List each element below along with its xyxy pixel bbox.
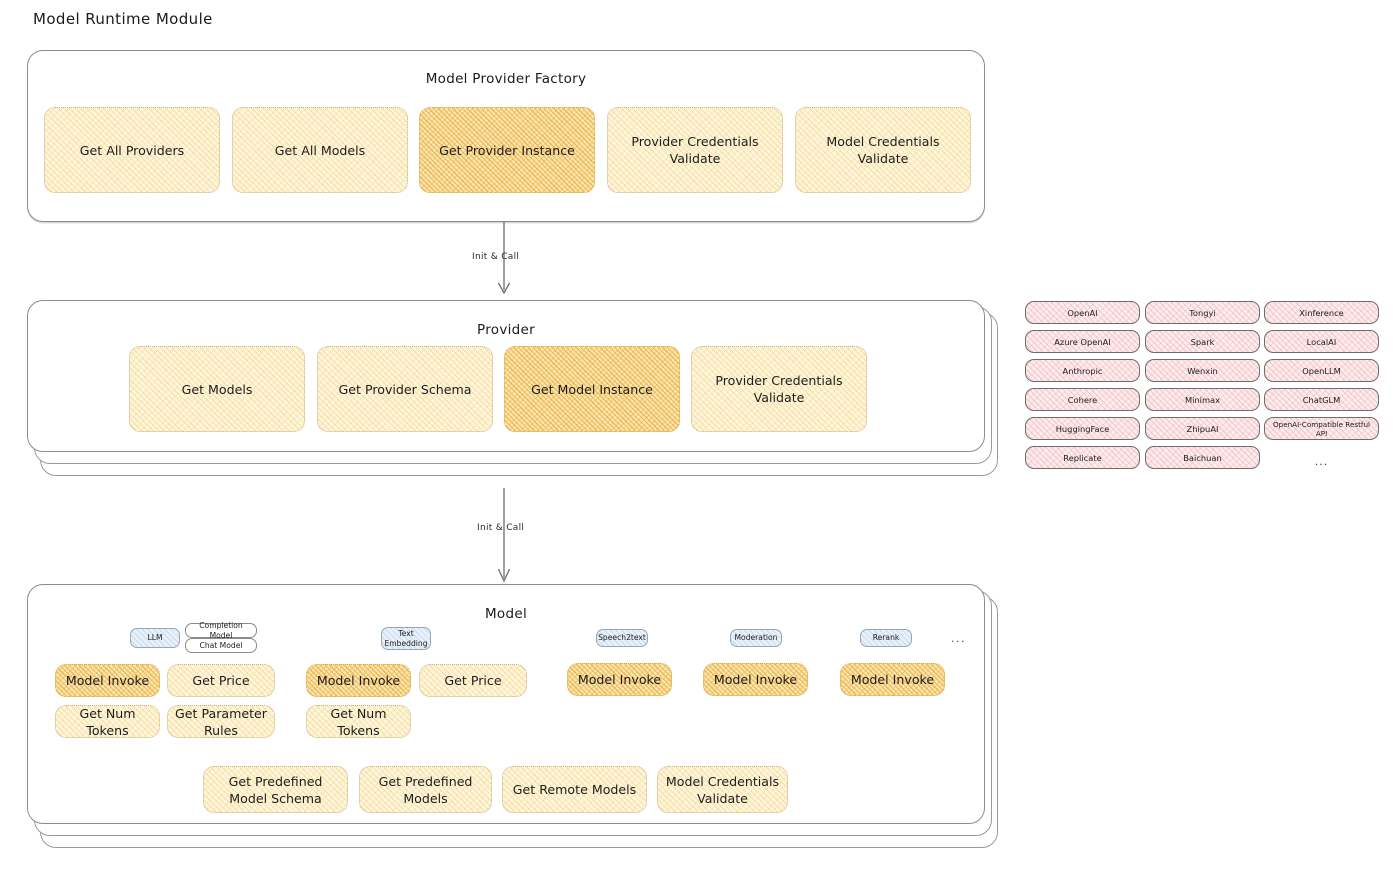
provider-chip-azure-openai[interactable]: Azure OpenAI bbox=[1025, 330, 1140, 353]
model-node-get-remote-models[interactable]: Get Remote Models bbox=[502, 766, 647, 813]
provider-node-provider-credentials-validate[interactable]: Provider Credentials Validate bbox=[691, 346, 867, 432]
moderation-node-model-invoke[interactable]: Model Invoke bbox=[703, 663, 808, 696]
factory-node-get-all-models[interactable]: Get All Models bbox=[232, 107, 408, 193]
provider-chip-huggingface[interactable]: HuggingFace bbox=[1025, 417, 1140, 440]
provider-chip-localai[interactable]: LocalAI bbox=[1264, 330, 1379, 353]
llm-node-get-num-tokens[interactable]: Get Num Tokens bbox=[55, 705, 160, 738]
provider-title: Provider bbox=[477, 322, 535, 338]
arrow-factory-to-provider bbox=[497, 222, 511, 295]
provider-chip-anthropic[interactable]: Anthropic bbox=[1025, 359, 1140, 382]
page-title: Model Runtime Module bbox=[33, 10, 213, 28]
llm-node-get-parameter-rules[interactable]: Get Parameter Rules bbox=[167, 705, 275, 738]
text-embedding-node-get-price[interactable]: Get Price bbox=[419, 664, 527, 697]
provider-chip-xinference[interactable]: Xinference bbox=[1264, 301, 1379, 324]
provider-chip-openai-compatible-restful-api[interactable]: OpenAI-Compatible Restful API bbox=[1264, 417, 1379, 440]
provider-chip-openai[interactable]: OpenAI bbox=[1025, 301, 1140, 324]
text-embedding-node-model-invoke[interactable]: Model Invoke bbox=[306, 664, 411, 697]
arrow-label-init-and-call-2: Init & Call bbox=[477, 523, 525, 533]
factory-node-get-all-providers[interactable]: Get All Providers bbox=[44, 107, 220, 193]
model-node-get-predefined-models[interactable]: Get Predefined Models bbox=[359, 766, 492, 813]
model-node-get-predefined-model-schema[interactable]: Get Predefined Model Schema bbox=[203, 766, 348, 813]
model-type-tag-rerank[interactable]: Rerank bbox=[860, 629, 912, 647]
arrow-provider-to-model bbox=[497, 488, 511, 583]
llm-node-model-invoke[interactable]: Model Invoke bbox=[55, 664, 160, 697]
model-type-tag-speech2text[interactable]: Speech2text bbox=[596, 629, 648, 647]
provider-chip-openllm[interactable]: OpenLLM bbox=[1264, 359, 1379, 382]
provider-chip-chatglm[interactable]: ChatGLM bbox=[1264, 388, 1379, 411]
text-embedding-node-get-num-tokens[interactable]: Get Num Tokens bbox=[306, 705, 411, 738]
provider-chip-baichuan[interactable]: Baichuan bbox=[1145, 446, 1260, 469]
rerank-node-model-invoke[interactable]: Model Invoke bbox=[840, 663, 945, 696]
model-type-tag-text-embedding[interactable]: Text Embedding bbox=[381, 627, 431, 650]
model-provider-factory-title: Model Provider Factory bbox=[425, 71, 587, 87]
factory-node-model-credentials-validate[interactable]: Model Credentials Validate bbox=[795, 107, 971, 193]
llm-node-get-price[interactable]: Get Price bbox=[167, 664, 275, 697]
model-node-model-credentials-validate[interactable]: Model Credentials Validate bbox=[657, 766, 788, 813]
arrow-label-init-and-call-1: Init & Call bbox=[472, 252, 520, 262]
provider-node-get-models[interactable]: Get Models bbox=[129, 346, 305, 432]
model-subtag-chat-model[interactable]: Chat Model bbox=[185, 638, 257, 653]
provider-chip-more: ... bbox=[1314, 454, 1329, 468]
provider-chip-minimax[interactable]: Minimax bbox=[1145, 388, 1260, 411]
factory-node-get-provider-instance[interactable]: Get Provider Instance bbox=[419, 107, 595, 193]
model-title: Model bbox=[484, 606, 528, 622]
model-subtag-completion-model[interactable]: Completion Model bbox=[185, 621, 257, 640]
provider-chip-tongyi[interactable]: Tongyi bbox=[1145, 301, 1260, 324]
model-type-tag-moderation[interactable]: Moderation bbox=[730, 629, 782, 647]
provider-node-get-model-instance[interactable]: Get Model Instance bbox=[504, 346, 680, 432]
model-type-tag-llm[interactable]: LLM bbox=[130, 628, 180, 648]
provider-chip-spark[interactable]: Spark bbox=[1145, 330, 1260, 353]
provider-node-get-provider-schema[interactable]: Get Provider Schema bbox=[317, 346, 493, 432]
provider-chip-cohere[interactable]: Cohere bbox=[1025, 388, 1140, 411]
provider-chip-zhipuai[interactable]: ZhipuAI bbox=[1145, 417, 1260, 440]
provider-chip-replicate[interactable]: Replicate bbox=[1025, 446, 1140, 469]
speech2text-node-model-invoke[interactable]: Model Invoke bbox=[567, 663, 672, 696]
provider-chip-wenxin[interactable]: Wenxin bbox=[1145, 359, 1260, 382]
factory-node-provider-credentials-validate[interactable]: Provider Credentials Validate bbox=[607, 107, 783, 193]
model-types-more-ellipsis: ... bbox=[951, 632, 966, 645]
